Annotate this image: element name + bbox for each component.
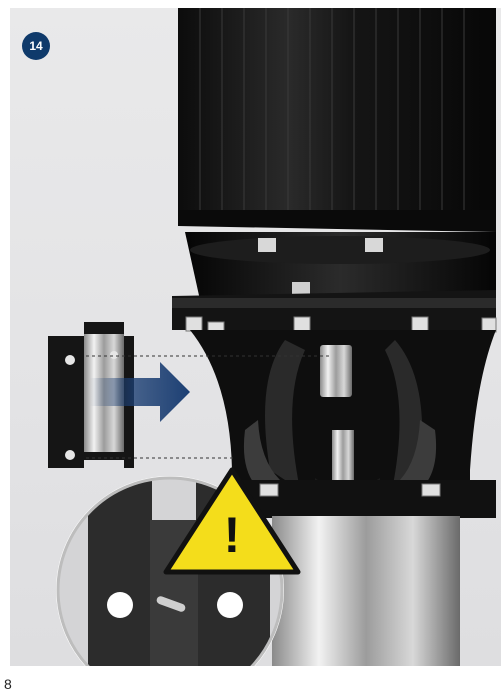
flange — [172, 290, 497, 337]
alignment-guides — [86, 355, 330, 459]
warning-exclamation: ! — [223, 507, 241, 563]
pump-assembly-illustration — [48, 8, 497, 666]
base-ring — [240, 480, 496, 518]
motor-body — [178, 8, 496, 300]
page-number: 8 — [4, 676, 12, 692]
pump-column — [272, 516, 460, 666]
move-direction-arrow — [90, 362, 190, 422]
step-number-badge: 14 — [22, 32, 50, 60]
illustration-panel: 14 ! — [10, 8, 501, 666]
warning-triangle — [163, 467, 301, 575]
